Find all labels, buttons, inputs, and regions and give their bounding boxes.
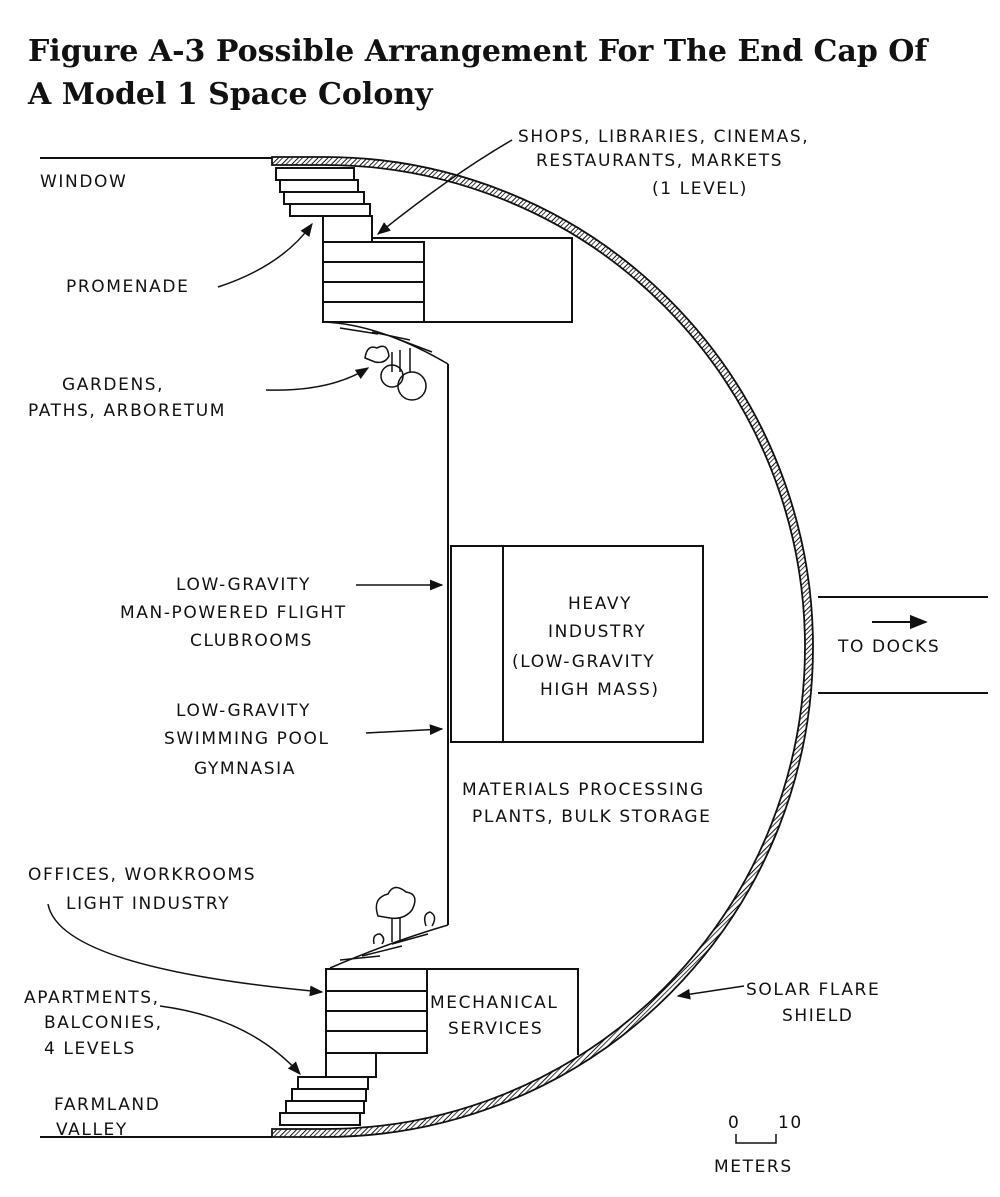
flight-clubrooms-label: LOW-GRAVITY MAN-POWERED FLIGHT CLUBROOMS [120,575,347,651]
offices-label: OFFICES, WORKROOMS LIGHT INDUSTRY [28,865,256,914]
svg-text:SHIELD: SHIELD [782,1006,854,1026]
svg-text:4 LEVELS: 4 LEVELS [44,1039,136,1059]
lower-garden [329,886,449,969]
svg-text:RESTAURANTS, MARKETS: RESTAURANTS, MARKETS [536,151,783,171]
svg-text:APARTMENTS,: APARTMENTS, [24,988,160,1008]
materials-processing-label: MATERIALS PROCESSING PLANTS, BULK STORAG… [462,780,712,827]
scale-ten-label: 10 [778,1113,803,1133]
figure-title-line-2: A Model 1 Space Colony [28,77,433,112]
figure-title-line-1: Figure A-3 Possible Arrangement For The … [28,34,928,69]
gardens-label: GARDENS, PATHS, ARBORETUM [28,375,226,421]
svg-text:PLANTS, BULK STORAGE: PLANTS, BULK STORAGE [472,807,712,827]
promenade-label: PROMENADE [66,277,189,297]
apartments-terraces [279,968,428,1126]
svg-text:VALLEY: VALLEY [56,1120,128,1140]
leader-arrows [47,139,745,1076]
upper-terraces [275,167,371,217]
heavy-industry-block [502,545,704,743]
svg-text:INDUSTRY: INDUSTRY [548,622,646,642]
svg-text:PATHS, ARBORETUM: PATHS, ARBORETUM [28,401,226,421]
svg-text:FARMLAND: FARMLAND [54,1095,160,1115]
svg-text:HEAVY: HEAVY [568,594,632,614]
svg-text:HIGH MASS): HIGH MASS) [540,680,660,700]
mechanical-services-label: MECHANICAL SERVICES [430,993,558,1039]
docks-channel [818,596,988,694]
shops-building [322,215,573,323]
farmland-valley-label: FARMLAND VALLEY [54,1095,160,1140]
svg-text:OFFICES, WORKROOMS: OFFICES, WORKROOMS [28,865,256,885]
apartments-label: APARTMENTS, BALCONIES, 4 LEVELS [24,988,163,1059]
window-label: WINDOW [40,172,127,192]
svg-text:(1 LEVEL): (1 LEVEL) [652,179,748,199]
svg-text:GYMNASIA: GYMNASIA [194,759,296,779]
svg-text:SHOPS, LIBRARIES, CINEMAS,: SHOPS, LIBRARIES, CINEMAS, [518,127,809,147]
mechanical-services-block [427,968,579,1055]
solar-flare-shield-label: SOLAR FLARE SHIELD [746,980,880,1026]
shops-label: SHOPS, LIBRARIES, CINEMAS, RESTAURANTS, … [518,127,809,199]
heavy-industry-label: HEAVY INDUSTRY (LOW-GRAVITY HIGH MASS) [512,594,660,700]
svg-text:CLUBROOMS: CLUBROOMS [190,631,313,651]
clubrooms-pool-block [450,545,504,743]
svg-text:SOLAR FLARE: SOLAR FLARE [746,980,880,1000]
svg-text:MAN-POWERED FLIGHT: MAN-POWERED FLIGHT [120,603,347,623]
to-docks-label: TO DOCKS [837,637,940,657]
svg-text:SERVICES: SERVICES [448,1019,543,1039]
scale-unit-label: METERS [714,1157,793,1177]
svg-text:MECHANICAL: MECHANICAL [430,993,558,1013]
svg-text:LIGHT INDUSTRY: LIGHT INDUSTRY [66,894,230,914]
svg-text:BALCONIES,: BALCONIES, [44,1013,163,1033]
svg-text:LOW-GRAVITY: LOW-GRAVITY [176,701,311,721]
svg-text:LOW-GRAVITY: LOW-GRAVITY [176,575,311,595]
svg-text:SWIMMING POOL: SWIMMING POOL [164,729,330,749]
svg-text:MATERIALS PROCESSING: MATERIALS PROCESSING [462,780,705,800]
swimming-pool-label: LOW-GRAVITY SWIMMING POOL GYMNASIA [164,701,330,779]
upper-garden [322,321,449,401]
scale-zero-label: 0 [728,1113,740,1133]
scale-bar: 0 10 METERS [714,1113,803,1177]
solar-flare-shield-hull [271,156,814,1138]
svg-text:GARDENS,: GARDENS, [62,375,164,395]
svg-text:(LOW-GRAVITY: (LOW-GRAVITY [512,652,655,672]
